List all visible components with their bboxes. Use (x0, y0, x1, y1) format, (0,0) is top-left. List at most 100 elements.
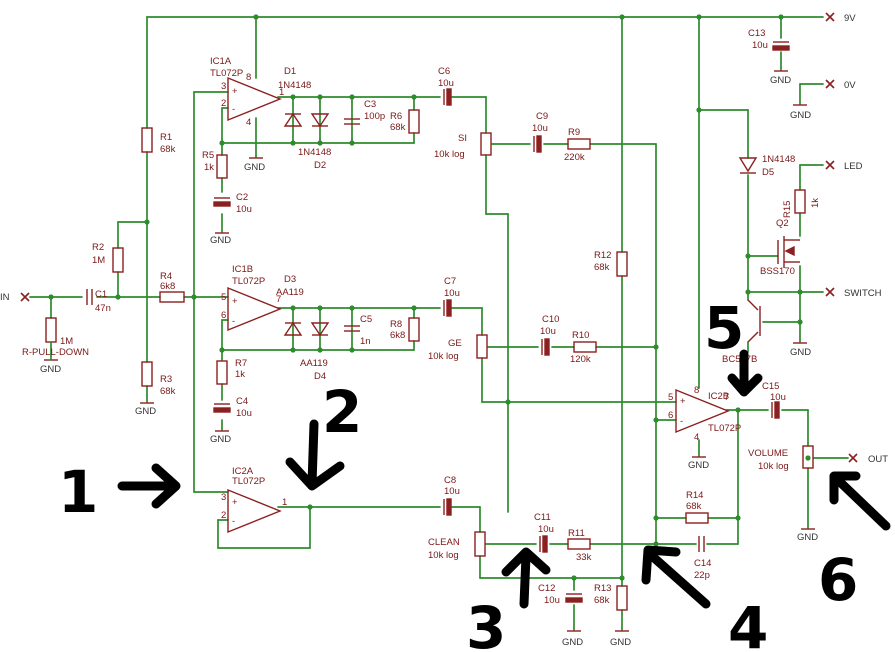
pot-si-ref: SI (458, 133, 467, 144)
ic1a-part: TL072P (210, 68, 243, 79)
d2-ref: D2 (314, 160, 326, 171)
gnd-label: GND (562, 637, 583, 648)
ic1a-pin-plus: + (232, 86, 238, 97)
r1-val: 68k (160, 144, 176, 155)
gnd-label: GND (790, 110, 811, 121)
ic2a-ref: IC2A (232, 466, 254, 477)
gnd-symbols (44, 70, 815, 632)
ic2b-pin-plus: + (680, 396, 686, 407)
r6-ref: R6 (390, 111, 402, 122)
d4-ref: D4 (314, 371, 326, 382)
ic2b-pin5: 5 (668, 392, 673, 403)
ic2b-pin7: 7 (724, 392, 729, 403)
led-label: LED (844, 161, 863, 172)
c1-val: 47n (95, 303, 111, 314)
r11-val: 33k (576, 552, 592, 563)
ic1a-pin3: 3 (221, 81, 226, 92)
r5-val: 1k (204, 162, 214, 173)
r10-ref: R10 (572, 330, 589, 341)
c9-ref: C9 (536, 111, 548, 122)
c1-ref: C1 (95, 289, 107, 300)
r2-ref: R2 (92, 242, 104, 253)
r13-val: 68k (594, 595, 610, 606)
c4-val: 10u (236, 408, 252, 419)
c15-val: 10u (770, 392, 786, 403)
gnd-label: GND (770, 75, 791, 86)
out-label: OUT (868, 454, 888, 465)
rail-0v-label: 0V (844, 80, 856, 91)
c11-ref: C11 (534, 512, 551, 523)
r14-ref: R14 (686, 490, 703, 501)
c3-ref: C3 (364, 99, 376, 110)
r9-val: 220k (564, 152, 585, 163)
c5-val: 1n (360, 336, 371, 347)
gnd-label: GND (790, 347, 811, 358)
c6-ref: C6 (438, 66, 450, 77)
ic1a-pin8: 8 (246, 72, 251, 83)
ic2b-part: TL072P (708, 423, 741, 434)
c10-ref: C10 (542, 314, 559, 325)
pot-volume-val: 10k log (758, 461, 789, 472)
r12-val: 68k (594, 262, 610, 273)
annotation-6-marker: 6 (818, 471, 891, 614)
r7-val: 1k (235, 369, 245, 380)
c13-ref: C13 (748, 28, 765, 39)
terminal-marks (20, 12, 858, 463)
r1-ref: R1 (160, 132, 172, 143)
gnd-label: GND (797, 532, 818, 543)
device-bodies (45, 41, 814, 611)
d2-part: 1N4148 (298, 147, 331, 158)
pot-ge-ref: GE (448, 338, 462, 349)
r14-val: 68k (686, 501, 702, 512)
r3-val: 68k (160, 386, 176, 397)
r5-ref: R5 (202, 150, 214, 161)
ic1a-pin2: 2 (221, 98, 226, 109)
gnd-label: GND (244, 162, 265, 173)
ic2a-pin-minus: - (232, 516, 235, 527)
q2-ref: Q2 (776, 218, 789, 229)
ic1b-part: TL072P (232, 276, 265, 287)
c8-val: 10u (444, 486, 460, 497)
c5-ref: C5 (360, 314, 372, 325)
ic2a-pin3: 3 (221, 492, 226, 503)
pot-volume-ref: VOLUME (748, 448, 788, 459)
c9-val: 10u (532, 123, 548, 134)
pot-clean-val: 10k log (428, 550, 459, 561)
rail-9v-label: 9V (844, 13, 856, 24)
ic2b-pin8: 8 (694, 385, 699, 396)
gnd-label: GND (40, 364, 61, 375)
c2-val: 10u (236, 204, 252, 215)
annotation-2: 2 (322, 378, 362, 446)
c7-val: 10u (444, 288, 460, 299)
q2-part: BSS170 (760, 266, 795, 277)
rpd-val: 1M (60, 336, 73, 347)
annotation-3-marker: 3 (466, 547, 551, 652)
ic1a-pin1: 1 (279, 87, 284, 98)
c15-ref: C15 (762, 381, 779, 392)
junctions (48, 14, 811, 581)
ic2b-ref: IC2B (708, 391, 729, 402)
gnd-label: GND (135, 406, 156, 417)
annotation-1-marker: 1 (58, 458, 181, 526)
c13-val: 10u (752, 40, 768, 51)
ic2a-pin-plus: + (232, 497, 238, 508)
rpd-ref: R-PULL-DOWN (22, 347, 89, 358)
ic1a-ref: IC1A (210, 56, 232, 67)
r4-ref: R4 (160, 271, 172, 282)
r2-val: 1M (92, 255, 105, 266)
ic1b-pin-plus: + (232, 296, 238, 307)
in-label: IN (0, 292, 10, 303)
c12-val: 10u (544, 595, 560, 606)
ic1a-pin4: 4 (246, 117, 251, 128)
c11-val: 10u (538, 524, 554, 535)
r10-val: 120k (570, 354, 591, 365)
ic2a-part: TL072P (232, 476, 265, 487)
annotation-2-marker: 2 (285, 378, 362, 491)
d1-ref: D1 (284, 66, 296, 77)
r15-val: 1k (810, 198, 821, 208)
r8-val: 6k8 (390, 330, 405, 341)
r7-ref: R7 (235, 358, 247, 369)
annotation-5-marker: 5 (704, 294, 763, 397)
c10-val: 10u (540, 326, 556, 337)
c2-ref: C2 (236, 192, 248, 203)
